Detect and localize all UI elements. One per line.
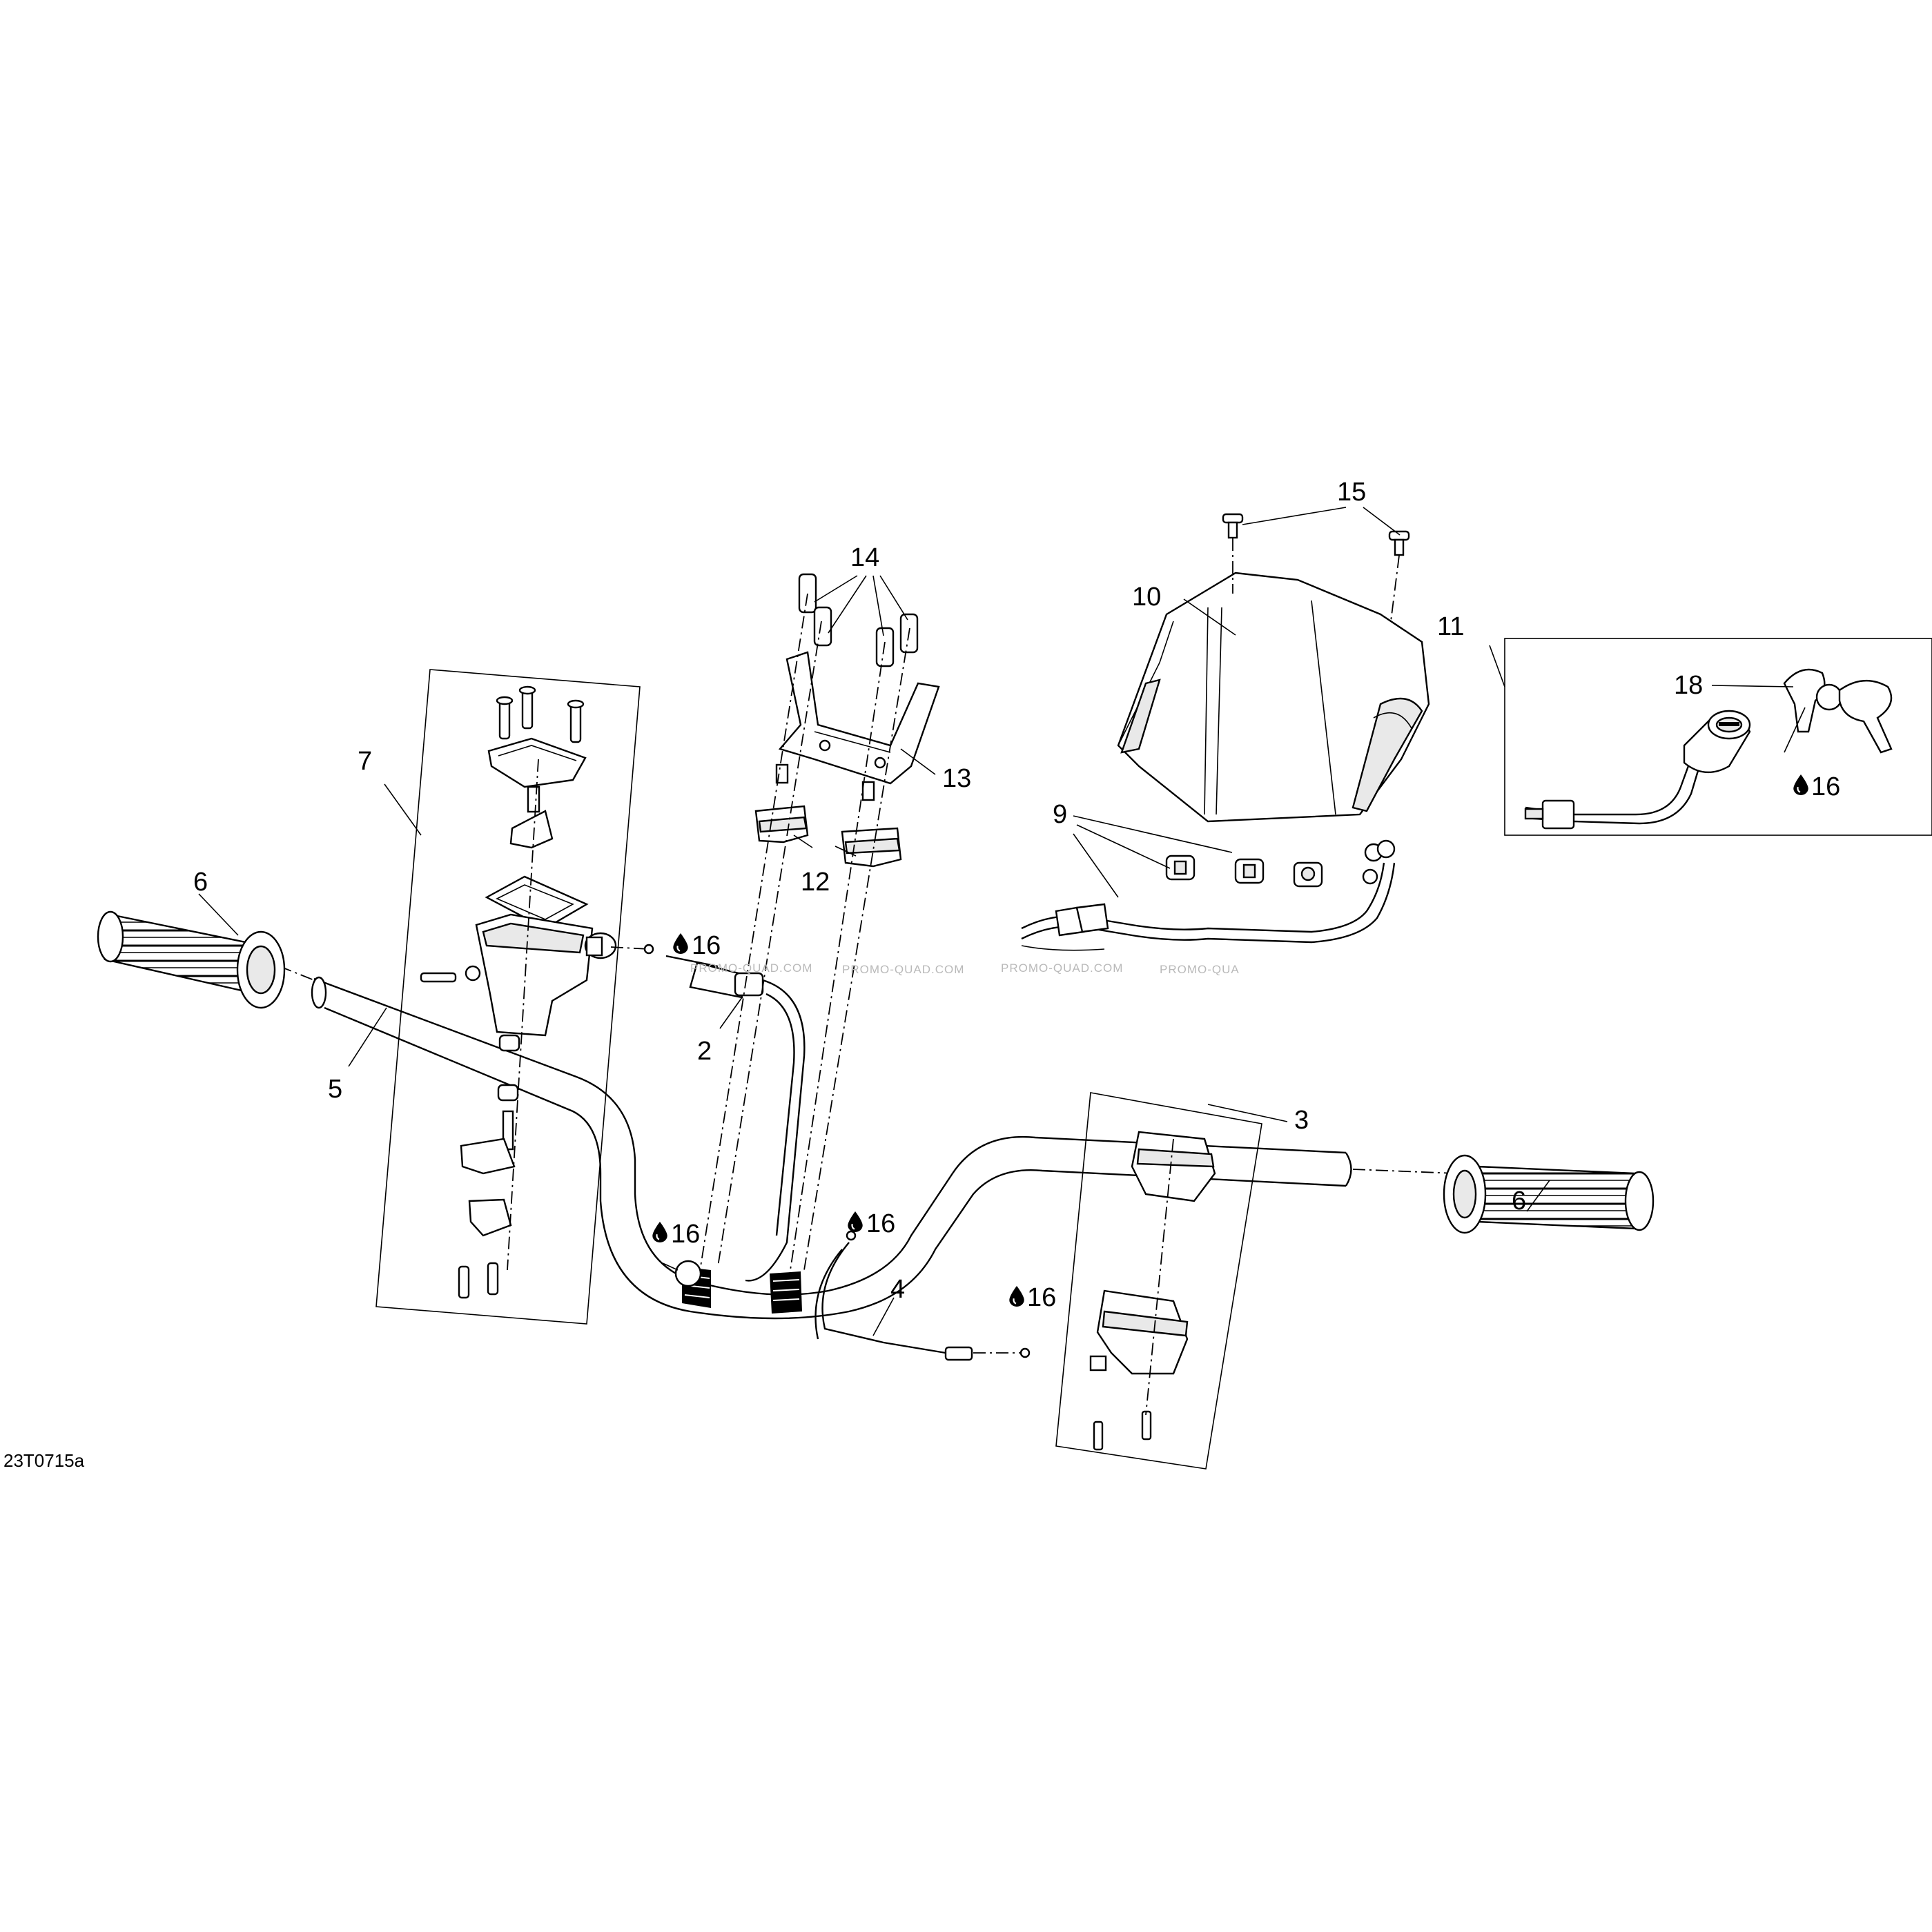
leader-lines: [198, 507, 1806, 1336]
watermark: PROMO-QUAD.COM: [690, 962, 812, 975]
callout-10: 10: [1132, 583, 1161, 612]
callout-4: 4: [890, 1275, 905, 1304]
callout-12: 12: [801, 868, 830, 897]
callout-2: 2: [697, 1037, 712, 1066]
throttle-assembly-frame: [375, 669, 641, 1325]
watermark: PROMO-QUAD.COM: [842, 963, 964, 976]
callout-11: 11: [1437, 612, 1464, 641]
brake-cable: [814, 1230, 1031, 1361]
handlebar-cover: [1117, 513, 1430, 823]
ignition-switch: [1524, 668, 1893, 830]
callout-3: 3: [1294, 1106, 1309, 1135]
callout-16-ignition: 16: [1811, 772, 1840, 801]
callout-6-right: 6: [1512, 1187, 1526, 1216]
callout-14: 14: [850, 543, 879, 572]
callout-16-throttle: 16: [692, 931, 721, 960]
watermark: PROMO-QUAD.COM: [1001, 962, 1123, 975]
callout-16-brake-cable: 16: [866, 1209, 895, 1238]
callout-16-brake-lever: 16: [1027, 1283, 1056, 1312]
throttle-cable: [610, 944, 806, 1287]
callout-labels: 2 3 4 5 6 6 7 9 10 11 12 13 14 15 16 16 …: [193, 478, 1840, 1312]
diagram-code: 23T0715a: [3, 1450, 85, 1471]
brake-lever-assembly: [1089, 1131, 1216, 1451]
throttle-assembly: [420, 685, 617, 1299]
riser-assembly: [700, 573, 940, 1271]
left-grip: [97, 910, 286, 1009]
ignition-switch-frame: [1504, 638, 1932, 836]
right-grip: [1443, 1154, 1655, 1234]
clamp-band-right: [772, 1279, 800, 1301]
callout-7: 7: [358, 747, 372, 776]
switch-harness: [1021, 839, 1396, 951]
callout-18: 18: [1674, 671, 1703, 700]
callout-6-left: 6: [193, 868, 208, 897]
callout-15: 15: [1337, 478, 1366, 507]
callout-16-throttle-cable: 16: [671, 1220, 700, 1249]
watermarks: PROMO-QUAD.COM PROMO-QUAD.COM PROMO-QUAD…: [690, 962, 1240, 976]
callout-9: 9: [1053, 800, 1067, 829]
watermark: PROMO-QUA: [1160, 963, 1240, 976]
callout-13: 13: [942, 764, 971, 793]
brake-lever-assembly-frame: [1055, 1092, 1262, 1470]
callout-5: 5: [328, 1075, 342, 1104]
handlebar: [279, 966, 1457, 1320]
